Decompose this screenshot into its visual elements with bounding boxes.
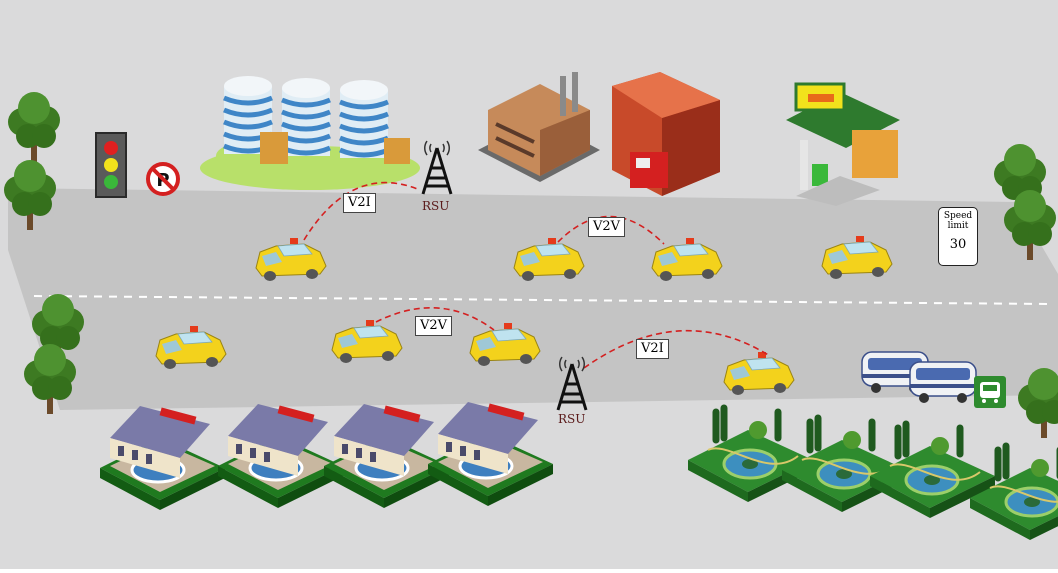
v2i-link-bottom	[583, 329, 771, 369]
v2v-label-bottom: V2V	[415, 316, 453, 336]
v2v-link-top	[557, 215, 665, 245]
rsu-label-bottom: RSU	[558, 412, 586, 426]
v2v-link-bottom	[375, 307, 495, 331]
speed-sign-line2: limit	[947, 221, 969, 231]
v2i-link-top	[303, 181, 421, 241]
factory-icon	[478, 72, 600, 182]
no-parking-icon: P	[146, 162, 180, 196]
bus-stop-icon	[974, 376, 1006, 408]
gas-station-icon	[786, 82, 900, 206]
v2i-label-top: V2I	[343, 193, 376, 213]
traffic-light-icon	[95, 132, 127, 198]
rsu-label-top: RSU	[422, 199, 450, 213]
office-tower-icon	[200, 76, 420, 190]
fire-station-icon	[612, 72, 720, 196]
v2v-label-top: V2V	[588, 217, 626, 237]
speed-sign-line1: Speed	[943, 211, 973, 221]
lane-divider	[33, 295, 1053, 305]
speed-sign-value: 30	[949, 237, 967, 252]
v2i-label-bottom: V2I	[636, 339, 669, 359]
speed-limit-sign: Speed limit 30	[938, 207, 978, 266]
